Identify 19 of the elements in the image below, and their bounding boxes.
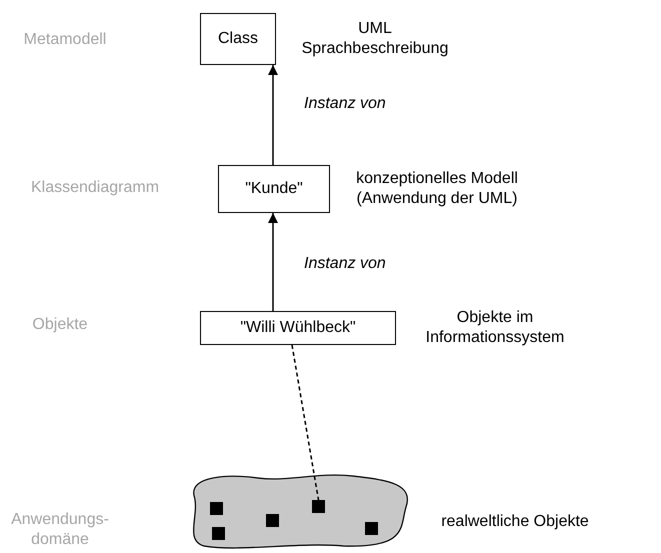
- object-marker: [266, 514, 279, 527]
- node-box: "Willi Wühlbeck": [200, 311, 396, 345]
- level-label: Klassendiagramm: [30, 178, 160, 198]
- description-text: Objekte im Informationssystem: [424, 308, 566, 348]
- node-box: "Kunde": [218, 165, 330, 213]
- arrow: [268, 65, 278, 165]
- level-label: Anwendungs-domäne: [10, 510, 110, 550]
- arrow: [268, 213, 278, 311]
- object-marker: [212, 527, 225, 540]
- description-text: konzeptionelles Modell (Anwendung der UML): [355, 169, 519, 209]
- description-text: UML Sprachbeschreibung: [300, 19, 450, 59]
- node-box: Class: [200, 13, 276, 65]
- object-marker: [210, 502, 223, 515]
- connector-line: [291, 344, 320, 500]
- object-marker: [365, 522, 378, 535]
- level-label: Metamodell: [22, 30, 108, 50]
- object-marker: [312, 500, 325, 513]
- description-text: realweltliche Objekte: [440, 512, 590, 532]
- level-label: Objekte: [31, 315, 89, 335]
